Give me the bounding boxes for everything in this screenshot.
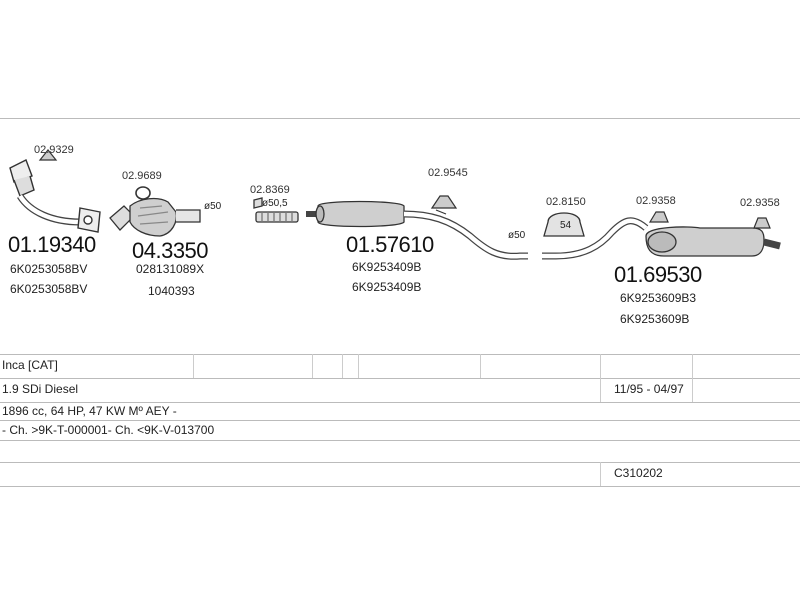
table-line-1 xyxy=(0,378,800,379)
top-divider xyxy=(0,118,800,119)
table-col-divider-2 xyxy=(312,354,313,378)
part1-number[interactable]: 01.19340 xyxy=(8,232,96,257)
gasket-ring-icon xyxy=(135,186,151,200)
vehicle-years: 11/95 - 04/97 xyxy=(614,382,684,396)
table-line-4 xyxy=(0,440,800,441)
part5-code: 02.8150 xyxy=(546,196,586,208)
part6-oem2: 6K9253609B xyxy=(620,312,690,326)
table-col-divider-3 xyxy=(342,354,343,378)
flex-pipe-drawing xyxy=(253,197,299,223)
vehicle-engine: 1.9 SDi Diesel xyxy=(2,382,79,396)
part4-code: 02.9545 xyxy=(428,167,468,179)
vehicle-spec: 1896 cc, 64 HP, 47 KW Mº AEY - xyxy=(2,404,177,418)
downpipe-drawing xyxy=(9,159,101,233)
middle-silencer-drawing xyxy=(306,200,528,260)
table-line-0 xyxy=(0,354,800,355)
vehicle-chassis: - Ch. >9K-T-000001- Ch. <9K-V-013700 xyxy=(2,423,215,437)
table-line-5 xyxy=(0,462,800,463)
part2-code: 02.9689 xyxy=(122,170,162,182)
rear-silencer-drawing xyxy=(542,217,781,260)
part1-code: 02.9329 xyxy=(34,144,74,156)
table-col-divider-8 xyxy=(600,462,601,486)
part1-oem2: 6K0253058BV xyxy=(10,282,88,296)
part2-oem1: 028131089X xyxy=(136,262,205,276)
part2-number[interactable]: 04.3350 xyxy=(132,238,209,263)
catalog-code: C310202 xyxy=(614,466,663,480)
hanger-icon-2 xyxy=(648,211,771,229)
table-col-divider-5 xyxy=(480,354,481,378)
table-line-6 xyxy=(0,486,800,487)
catalytic-converter-drawing xyxy=(109,197,201,237)
part2-oem2: 1040393 xyxy=(148,284,195,298)
hanger-icon-1 xyxy=(430,195,458,215)
part4-oem1: 6K9253409B xyxy=(352,260,422,274)
part6-number[interactable]: 01.69530 xyxy=(614,262,702,287)
table-line-3 xyxy=(0,420,800,421)
part6-code2: 02.9358 xyxy=(740,197,780,209)
vehicle-model: Inca [CAT] xyxy=(2,358,58,372)
exhaust-diagram xyxy=(9,149,781,260)
part3-diameter: ø50,5 xyxy=(262,198,288,209)
part2-diameter: ø50 xyxy=(204,201,222,212)
part6-code: 02.9358 xyxy=(636,195,676,207)
part1-oem1: 6K0253058BV xyxy=(10,262,88,276)
table-col-divider-4 xyxy=(358,354,359,378)
table-col-divider-1 xyxy=(193,354,194,378)
part5-badge: 54 xyxy=(560,220,572,231)
table-line-2 xyxy=(0,402,800,403)
part6-oem1: 6K9253609B3 xyxy=(620,291,697,305)
clamp-54-icon xyxy=(543,212,585,237)
part3-code: 02.8369 xyxy=(250,184,290,196)
clamp-icon-1 xyxy=(38,149,58,161)
table-col-divider-7 xyxy=(692,354,693,402)
part4-oem2: 6K9253409B xyxy=(352,280,422,294)
part4-diameter: ø50 xyxy=(508,230,526,241)
table-col-divider-6 xyxy=(600,354,601,402)
part4-number[interactable]: 01.57610 xyxy=(346,232,434,257)
